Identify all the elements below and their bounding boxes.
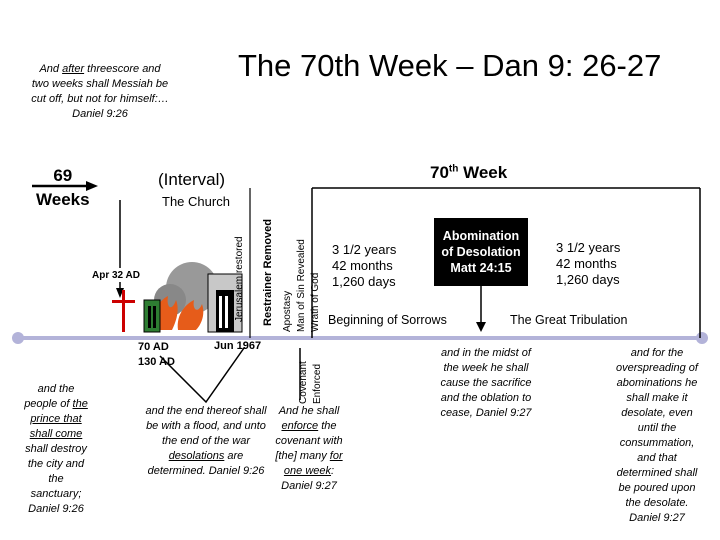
quote-underlined: shall come bbox=[29, 428, 83, 440]
sixty-nine-weeks-label: 69 Weeks bbox=[36, 164, 90, 212]
quote-overspreading: and for the overspreading of abomination… bbox=[616, 347, 698, 524]
abomination-box: Abomination of Desolation Matt 24:15 bbox=[434, 218, 528, 286]
duration-days: 1,260 days bbox=[332, 274, 396, 289]
sixty-nine-number: 69 bbox=[53, 166, 73, 185]
abomination-reference: Matt 24:15 bbox=[450, 261, 512, 275]
quote-underlined: the bbox=[72, 398, 88, 410]
quote-text: shall destroy the city and the sanctuary… bbox=[25, 443, 87, 515]
enforced-label: Enforced bbox=[312, 363, 323, 404]
apr-32-ad-label: Apr 32 AD bbox=[92, 270, 140, 281]
great-tribulation-label: The Great Tribulation bbox=[510, 313, 628, 327]
first-half-duration: 3 1/2 years 42 months 1,260 days bbox=[332, 242, 396, 290]
quote-underlined: for bbox=[329, 450, 343, 462]
man-of-sin-label: Man of Sin Revealed bbox=[296, 239, 307, 332]
quote-underlined: one week bbox=[283, 465, 332, 477]
duration-months: 42 months bbox=[332, 258, 393, 273]
duration-days: 1,260 days bbox=[556, 272, 620, 287]
quote-enforce-covenant: And he shall enforce the covenant with [… bbox=[272, 404, 346, 494]
ad130-line2: 130 AD bbox=[138, 356, 175, 368]
quote-text: And he shall bbox=[278, 405, 340, 417]
timeline-start-dot bbox=[12, 332, 24, 344]
quote-messiah-cut-off: And after threescore and two weeks shall… bbox=[30, 62, 170, 122]
duration-years: 3 1/2 years bbox=[556, 240, 621, 255]
second-half-duration: 3 1/2 years 42 months 1,260 days bbox=[556, 240, 620, 288]
quote-text: and the people of bbox=[24, 383, 75, 410]
jerusalem-restored-label: Jerusalem restored bbox=[234, 236, 245, 322]
quote-text: threescore and two weeks shall Messiah b… bbox=[31, 63, 169, 120]
duration-years: 3 1/2 years bbox=[332, 242, 397, 257]
sixty-nine-word: Weeks bbox=[36, 190, 90, 209]
abomination-line1: Abomination bbox=[442, 229, 520, 243]
quote-text: : Daniel 9:27 bbox=[281, 465, 337, 492]
week70-word: Week bbox=[458, 163, 508, 182]
seventieth-week-label: 70th Week bbox=[430, 163, 507, 183]
quote-end-with-flood: and the end thereof shall be with a floo… bbox=[144, 404, 268, 479]
abomination-pointer-head bbox=[476, 322, 486, 332]
quote-underlined: after bbox=[62, 63, 85, 75]
covenant-label: Covenant bbox=[298, 361, 309, 404]
temple-gate-icon bbox=[207, 273, 243, 333]
sixty-nine-arrowhead bbox=[86, 181, 98, 191]
page-title: The 70th Week – Dan 9: 26-27 bbox=[238, 48, 662, 83]
beginning-of-sorrows-label: Beginning of Sorrows bbox=[328, 313, 447, 327]
flood-pointer bbox=[159, 347, 245, 404]
week70-number: 70 bbox=[430, 163, 449, 182]
restrainer-removed-label: Restrainer Removed bbox=[262, 219, 274, 326]
abomination-line2: of Desolation bbox=[441, 245, 521, 259]
timeline-end-dot bbox=[696, 332, 708, 344]
quote-midst-of-week: and in the midst of the week he shall ca… bbox=[440, 347, 532, 419]
interval-label: (Interval) bbox=[158, 170, 226, 189]
quote-text: and the end thereof shall be with a floo… bbox=[145, 405, 267, 447]
quote-text: And bbox=[39, 63, 63, 75]
quote-people-of-prince: and the people of the prince that shall … bbox=[22, 382, 90, 517]
week70-suffix: th bbox=[448, 163, 459, 175]
burning-city-icon bbox=[143, 262, 218, 333]
quote-text: the covenant with [the] many bbox=[275, 420, 343, 462]
quote-underlined: prince that bbox=[30, 413, 82, 425]
jun-1967-label: Jun 1967 bbox=[214, 340, 262, 352]
quote-text: are determined. Daniel 9:26 bbox=[147, 450, 265, 477]
quote-underlined: enforce bbox=[281, 420, 319, 432]
ad70-label: 70 AD 130 AD bbox=[138, 340, 175, 370]
church-label: The Church bbox=[162, 194, 230, 209]
wrath-of-god-label: Wrath of God bbox=[310, 272, 321, 332]
apostasy-label: Apostasy bbox=[282, 290, 293, 332]
cross-icon bbox=[112, 290, 135, 332]
quote-underlined: desolations bbox=[168, 450, 225, 462]
ad70-line1: 70 AD bbox=[138, 341, 169, 353]
duration-months: 42 months bbox=[556, 256, 617, 271]
